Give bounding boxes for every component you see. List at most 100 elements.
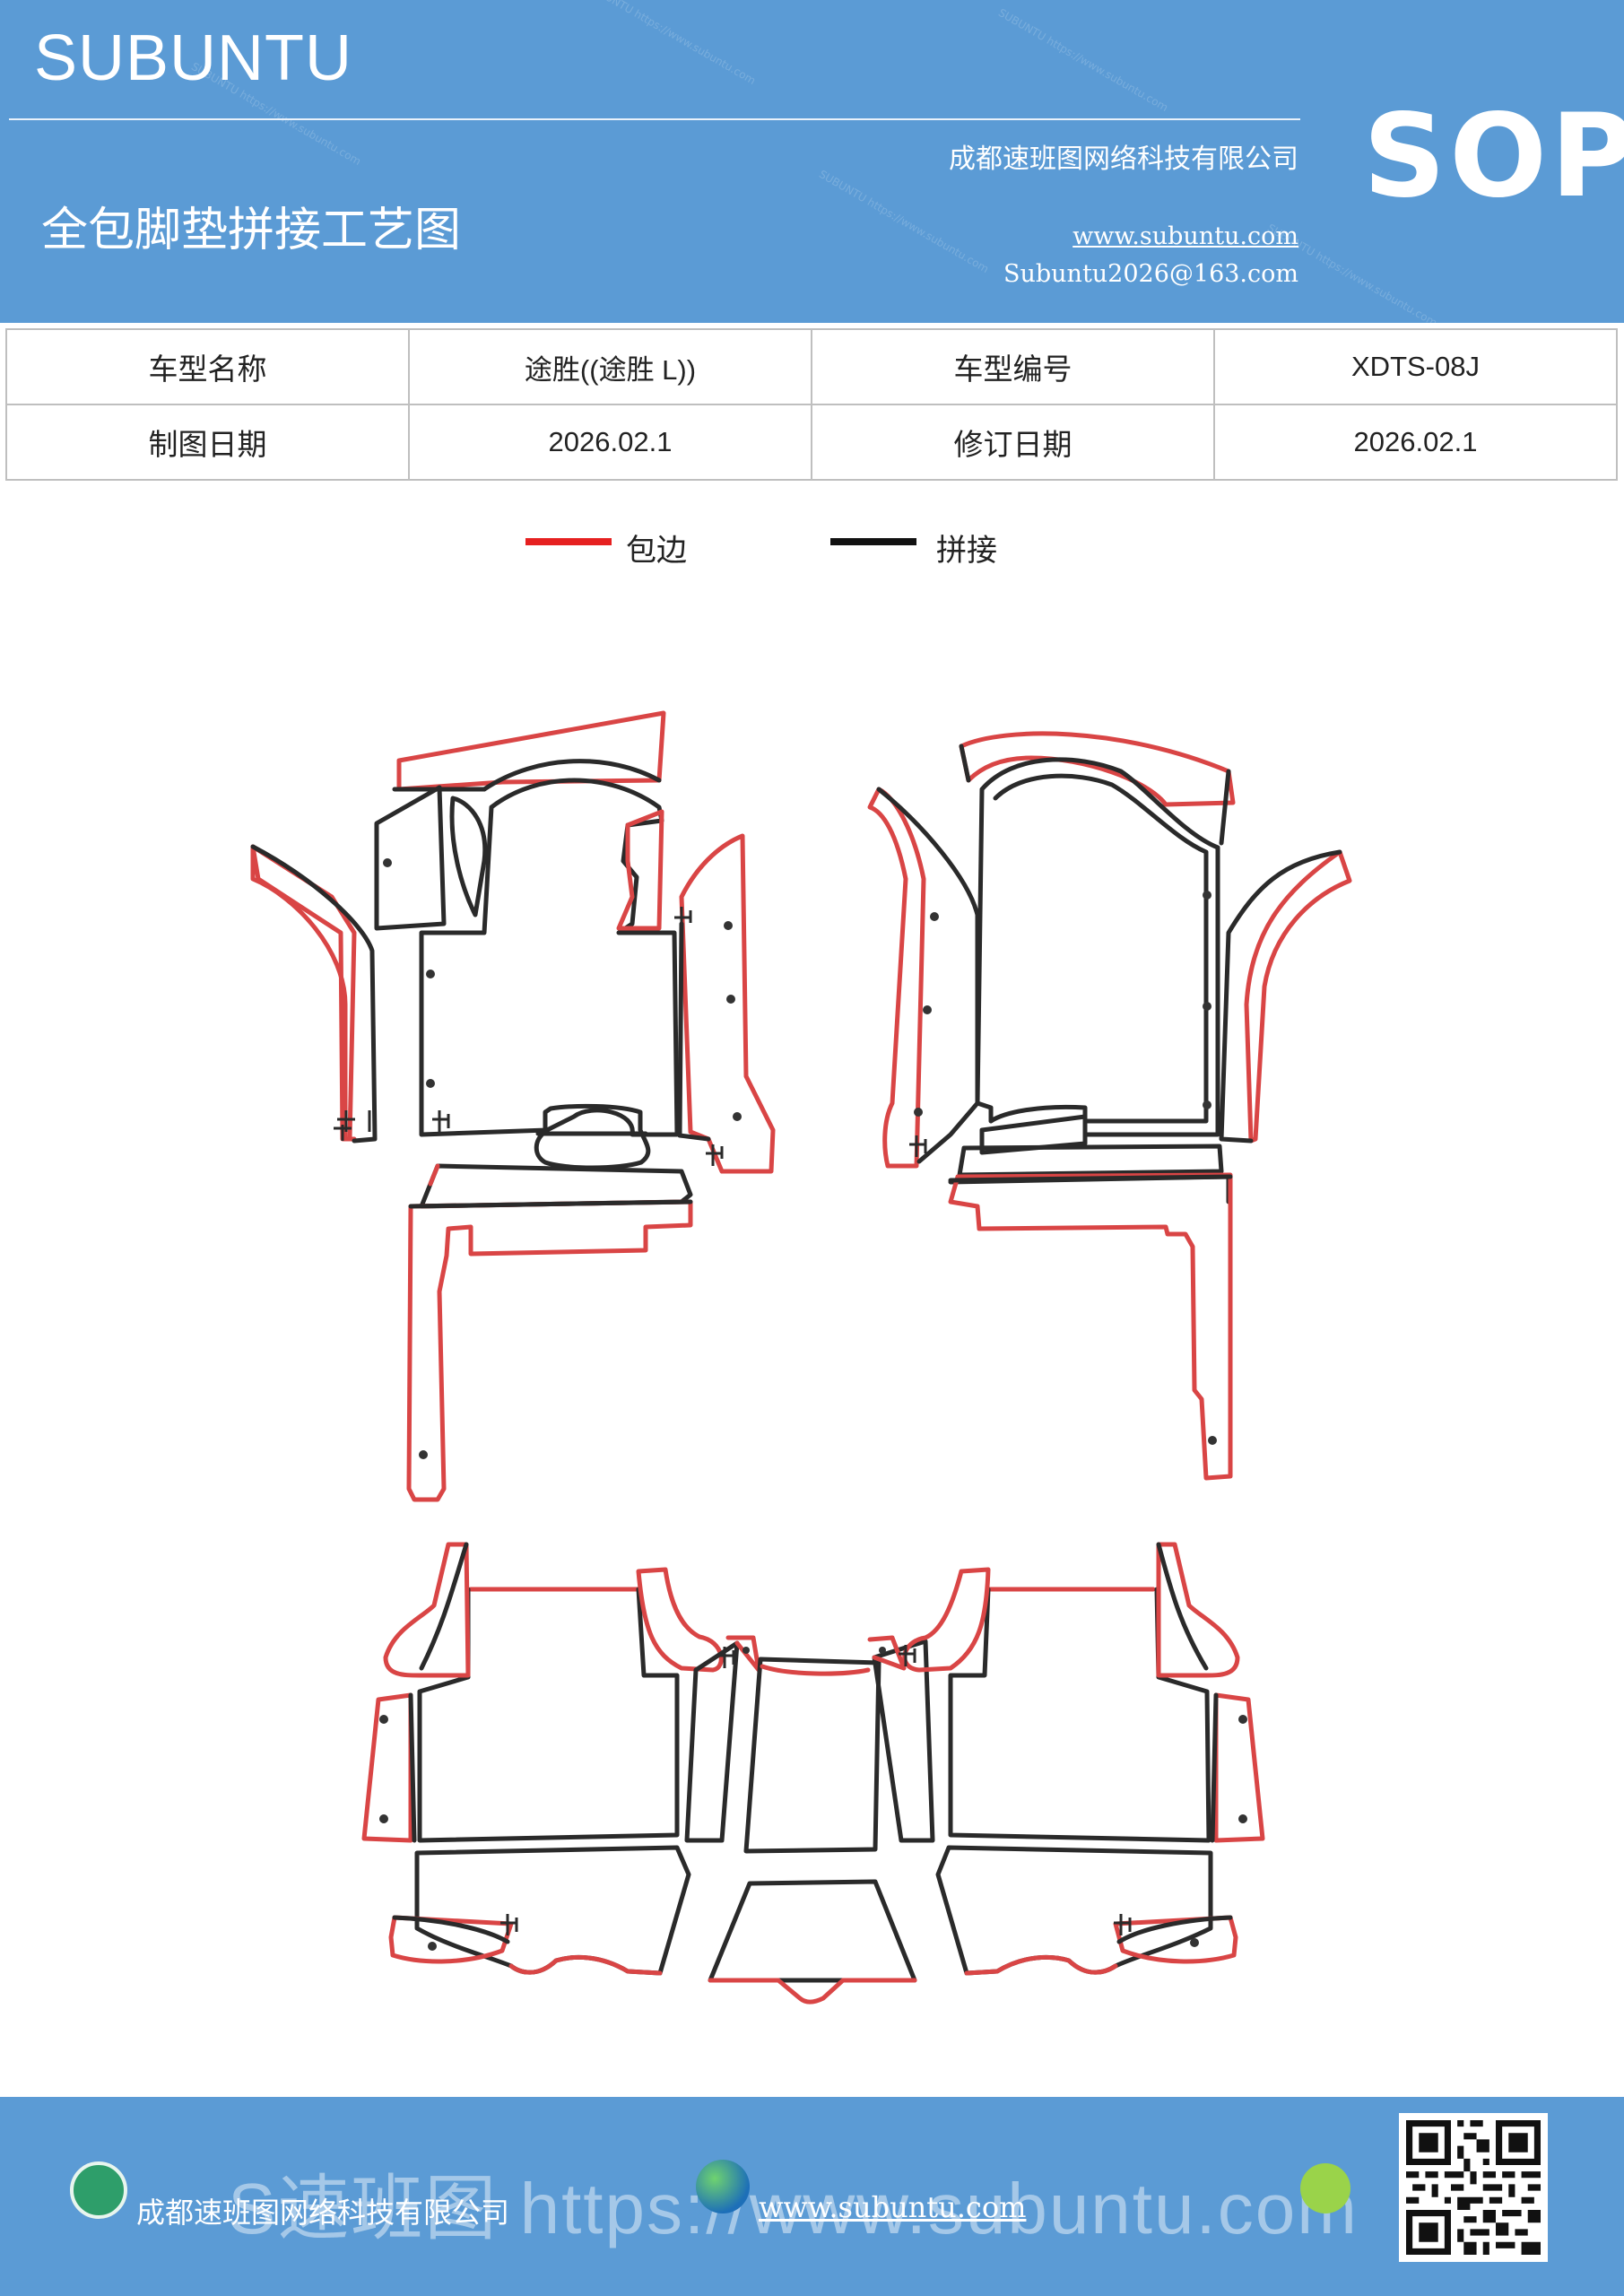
mat-piece [419,1450,428,1459]
mat-piece [1210,1692,1219,1843]
mat-piece [419,1163,693,1209]
mat-piece [383,858,392,867]
header-band: SUBUNTU https://www.subuntu.com SUBUNTU … [0,0,1624,323]
table-value: 2026.02.1 [1213,404,1618,481]
mat-piece [876,787,980,1164]
mat-piece [250,844,357,1142]
mat-piece [957,1144,1224,1178]
mat-piece [959,731,1236,807]
mat-piece [1113,1915,1238,1964]
mat-piece [743,1657,881,1854]
mat-piece [733,1112,742,1121]
mat-piece [677,921,711,1142]
mat-piece [334,1110,371,1141]
table-row: 车型名称 途胜((途胜 L)) 车型编号 XDTS-08J [5,328,1618,405]
company-name: 成都速班图网络科技有限公司 [949,144,1298,175]
mat-piece [1203,891,1211,900]
legend-swatch-seam [830,538,916,545]
mat-piece [432,1110,450,1132]
qr-code-pattern [1406,2120,1541,2255]
document-title: 全包脚垫拼接工艺图 [41,204,462,257]
mat-piece [1238,1715,1247,1724]
mat-piece [867,1635,907,1671]
legend: 包边 拼接 [0,524,1624,569]
mat-piece [417,1587,680,1843]
mat-piece [724,921,733,930]
mat-piece [717,1647,735,1668]
leaf-icon [1300,2163,1350,2213]
table-row: 制图日期 2026.02.1 修订日期 2026.02.1 [5,404,1618,481]
mat-piece [379,1715,388,1724]
mat-piece [975,757,1220,1137]
footer-company-name: 成都速班图网络科技有限公司 [136,2196,510,2230]
mat-piece [1244,849,1352,1144]
mat-piece [993,773,1209,1124]
mat-piece [1156,1542,1209,1671]
mat-piece [708,1978,917,2005]
vehicle-info-table: 车型名称 途胜((途胜 L)) 车型编号 XDTS-08J 制图日期 2026.… [5,328,1618,481]
mat-piece [708,1879,917,1983]
mat-piece [428,1942,437,1951]
front-left-mat-group [250,710,776,1502]
mat-piece [964,1954,1118,1976]
mat-piece [1238,1814,1247,1823]
mat-piece [948,1587,1211,1843]
mat-piece [1114,1914,1132,1935]
table-value: 途胜((途胜 L)) [408,328,812,405]
front-right-mat-group [867,731,1352,1481]
mat-piece [909,1135,927,1157]
mat-piece [408,1692,417,1843]
mat-piece [899,1645,916,1666]
mat-piece [948,1172,1233,1481]
footer-website-link[interactable]: www.subuntu.com [759,2190,1027,2224]
website-link[interactable]: www.subuntu.com [1073,222,1298,250]
table-value: 2026.02.1 [408,404,812,481]
mat-piece [482,759,662,792]
mat-piece [383,1542,471,1678]
mat-piece [679,833,776,1174]
mat-piece [902,1567,991,1673]
mat-piece [379,1814,388,1823]
qr-code-icon [1399,2113,1548,2262]
mat-piece [419,778,680,1137]
mat-piece [500,1914,518,1935]
mat-piece [534,1103,651,1170]
mat-piece [743,1647,750,1654]
mat-piece [1190,1938,1199,1947]
brand-logo-text: SUBUNTU [34,22,353,94]
mat-piece [674,907,692,928]
mat-piece [914,1108,923,1117]
mat-piece [1213,1692,1265,1843]
mat-piece [361,1692,413,1843]
mat-piece [508,1954,663,1976]
mat-piece [428,1163,440,1187]
mat-piece [725,1635,761,1673]
mat-piece [636,1567,724,1673]
mat-piece [726,995,735,1004]
sop-mark: SOP [1363,90,1624,223]
mat-piece [1116,1915,1233,1944]
footer-band: S速班图 https://www.subuntu.com 成都速班图网络科技有限… [0,2097,1624,2296]
mat-piece [426,1079,435,1088]
mat-piece [419,1542,469,1671]
mat-piece [388,1915,514,1964]
mat-piece [1156,1542,1240,1678]
legend-label-seam: 拼接 [936,533,997,569]
mat-piece [935,1845,1213,1976]
table-value: XDTS-08J [1213,328,1618,405]
table-label: 制图日期 [5,404,410,481]
table-label: 车型编号 [811,328,1215,405]
email-address: Subuntu2026@163.com [1003,260,1298,288]
mat-piece [760,1664,871,1676]
mat-piece [959,744,1231,846]
mat-piece [979,1114,1088,1155]
mat-piece [706,1144,724,1166]
mat-piece [923,1005,932,1014]
mat-piece [1219,849,1342,1144]
mat-piece [1203,1002,1211,1011]
mat-piece [1208,1436,1217,1445]
mat-piece [408,1199,693,1209]
mat-piece [867,787,926,1169]
mat-piece [879,1647,886,1654]
